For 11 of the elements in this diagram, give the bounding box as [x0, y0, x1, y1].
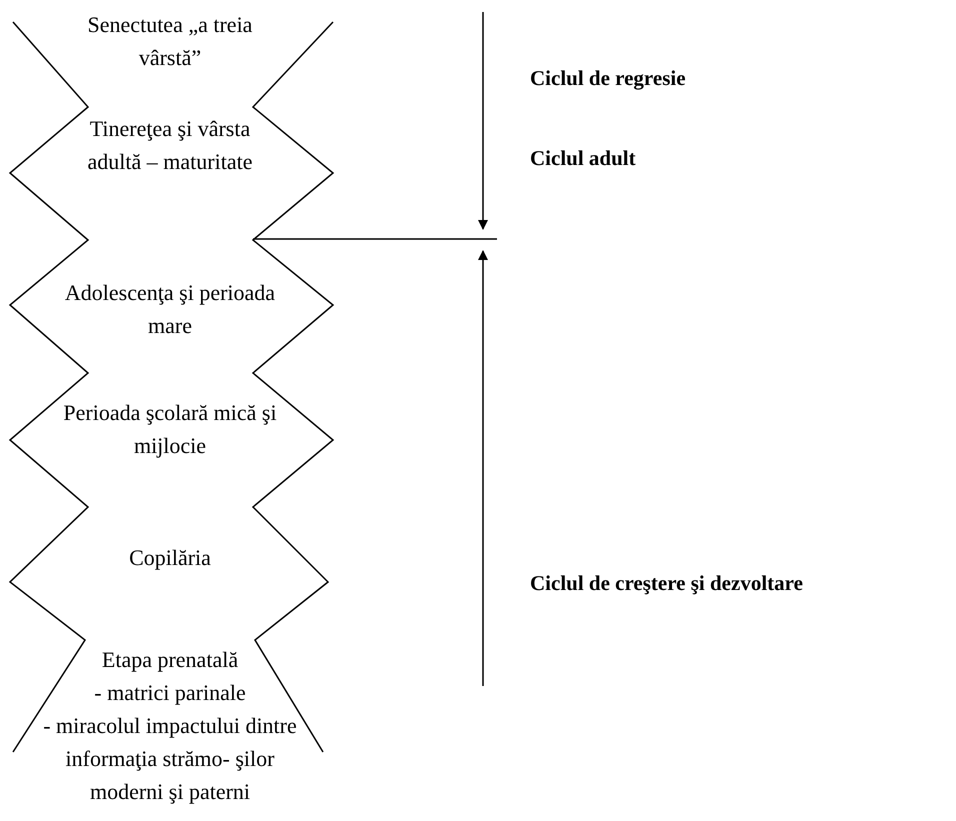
stage-label: Perioada şcolară mică şi mijlocie	[62, 399, 278, 460]
stage-label: Copilăria	[128, 544, 212, 572]
stage-label: Senectutea „a treia vârstă”	[86, 11, 254, 72]
cycle-label: Ciclul de creştere şi dezvoltare	[530, 570, 804, 597]
stage-label: Adolescenţa şi perioada mare	[64, 279, 276, 340]
stage-label: - matrici parinale	[93, 679, 247, 707]
stage-label: Etapa prenatală	[100, 646, 240, 674]
stage-label: Tinereţea şi vârsta adultă – maturitate	[86, 115, 254, 176]
cycle-label: Ciclul adult	[530, 145, 637, 172]
cycle-label: Ciclul de regresie	[530, 65, 687, 92]
stage-label: - miracolul impactului dintre informaţia strămo- şilor moderni şi paterni	[42, 712, 298, 806]
